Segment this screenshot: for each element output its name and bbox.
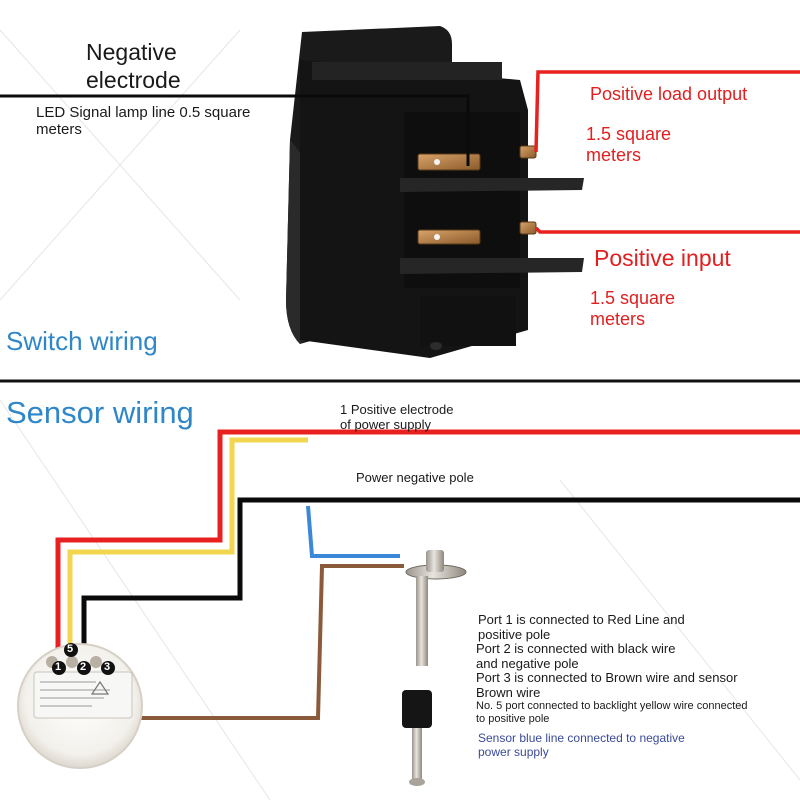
- blue-sensor-wire: [306, 505, 400, 558]
- port-1-badge: 1: [55, 661, 62, 673]
- gauge-meter: [17, 643, 143, 769]
- positive-load-output-label: Positive load output: [590, 84, 748, 104]
- input-wire-size-label: 1.5 square meters: [590, 288, 676, 329]
- port-badges: [52, 643, 115, 675]
- terminal-tabs: [417, 145, 537, 245]
- sensor-wiring-title: Sensor wiring: [6, 395, 194, 430]
- rocker-switch: [286, 26, 584, 358]
- fin-upper: [400, 178, 584, 192]
- switch-wiring-title: Switch wiring: [6, 326, 158, 356]
- positive-supply-label: 1 Positive electrode of power supply: [340, 402, 454, 432]
- red-supply-wire: [55, 429, 800, 664]
- level-sensor: [402, 550, 467, 786]
- brown-sensor-wire: [114, 564, 404, 720]
- negative-electrode-label: Negative electrode: [86, 39, 181, 93]
- power-negative-pole-label: Power negative pole: [356, 470, 474, 485]
- yellow-backlight-wire: [67, 437, 308, 652]
- sensor-blue-line-description: Sensor blue line connected to negative p…: [478, 731, 685, 759]
- positive-input-label: Positive input: [594, 245, 731, 271]
- port-5-description: No. 5 port connected to backlight yellow…: [476, 700, 748, 725]
- fin-lower: [400, 258, 584, 274]
- port-3-description: Port 3 is connected to Brown wire and se…: [476, 670, 738, 700]
- black-negative-wire: [81, 497, 800, 664]
- positive-input-wire: [534, 226, 800, 234]
- port-1-description: Port 1 is connected to Red Line and posi…: [478, 612, 685, 642]
- port-3-badge: 3: [104, 661, 111, 673]
- port-5-badge: 5: [67, 643, 74, 655]
- port-2-description: Port 2 is connected with black wire and …: [476, 641, 676, 671]
- led-signal-lamp-label: LED Signal lamp line 0.5 square meters: [36, 104, 251, 138]
- port-2-badge: 2: [80, 661, 87, 673]
- positive-load-wire: [534, 70, 800, 153]
- load-wire-size-label: 1.5 square meters: [586, 124, 672, 165]
- led-signal-wire: [0, 94, 470, 166]
